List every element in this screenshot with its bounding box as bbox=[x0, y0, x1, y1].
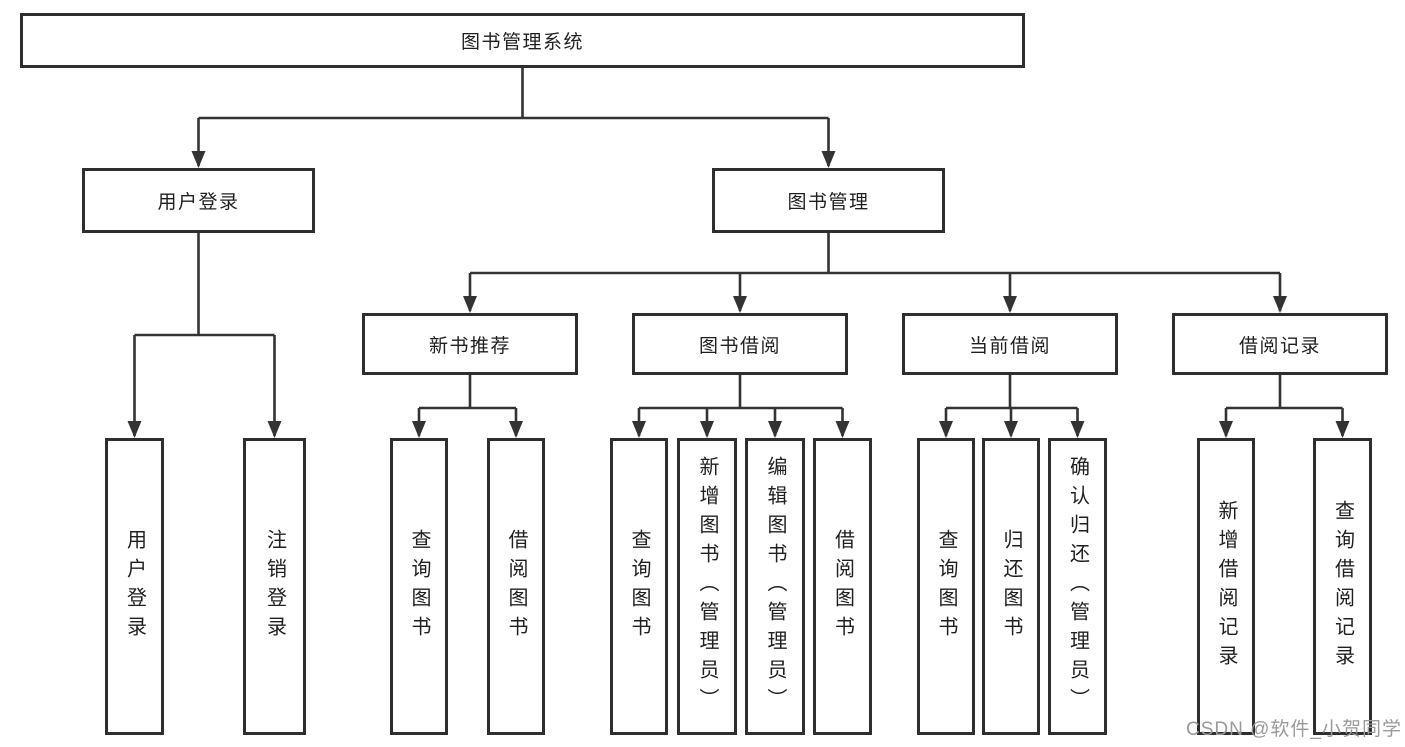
leaf-br-add-record: 新增借阅记录 bbox=[1197, 438, 1255, 735]
node-book-borrow-label: 图书借阅 bbox=[698, 335, 781, 357]
arrowhead-group bbox=[127, 151, 1350, 438]
leaf-rec-query-books-label: 查询图书 bbox=[408, 528, 430, 645]
node-new-book-recommend: 新书推荐 bbox=[362, 313, 578, 375]
leaf-cb-return-books: 归还图书 bbox=[982, 438, 1040, 735]
leaf-rec-borrow-books: 借阅图书 bbox=[487, 438, 545, 735]
leaf-bb-query-books-label: 查询图书 bbox=[628, 528, 650, 645]
node-book-management: 图书管理 bbox=[712, 168, 945, 233]
leaf-bb-query-books: 查询图书 bbox=[610, 438, 668, 735]
leaf-bb-add-books-admin: 新增图书（管理员） bbox=[677, 438, 737, 735]
leaf-cb-query-books-label: 查询图书 bbox=[935, 528, 957, 645]
leaf-br-query-record-label: 查询借阅记录 bbox=[1331, 499, 1354, 674]
leaf-bb-add-books-admin-label: 新增图书（管理员） bbox=[696, 456, 718, 717]
leaf-bb-borrow-books: 借阅图书 bbox=[813, 438, 872, 735]
node-borrow-records: 借阅记录 bbox=[1172, 313, 1388, 375]
csdn-watermark: CSDN @软件_小贺同学 bbox=[1186, 719, 1402, 740]
node-current-borrow: 当前借阅 bbox=[902, 313, 1118, 375]
node-book-management-label: 图书管理 bbox=[787, 192, 870, 213]
leaf-bb-borrow-books-label: 借阅图书 bbox=[831, 528, 854, 645]
node-root-system: 图书管理系统 bbox=[20, 13, 1025, 68]
leaf-cb-return-books-label: 归还图书 bbox=[1000, 528, 1022, 645]
node-new-book-recommend-label: 新书推荐 bbox=[428, 335, 511, 357]
node-borrow-records-label: 借阅记录 bbox=[1238, 335, 1321, 357]
leaf-br-query-record: 查询借阅记录 bbox=[1313, 438, 1372, 735]
leaf-logout-label: 注销登录 bbox=[263, 528, 286, 645]
leaf-cb-confirm-return-admin-label: 确认归还（管理员） bbox=[1066, 456, 1089, 717]
leaf-cb-confirm-return-admin: 确认归还（管理员） bbox=[1048, 438, 1107, 735]
leaf-cb-query-books: 查询图书 bbox=[917, 438, 975, 735]
node-current-borrow-label: 当前借阅 bbox=[968, 335, 1051, 357]
leaf-logout: 注销登录 bbox=[243, 438, 306, 735]
node-book-borrow: 图书借阅 bbox=[632, 313, 848, 375]
leaf-bb-edit-books-admin: 编辑图书（管理员） bbox=[745, 438, 805, 735]
node-user-login-label: 用户登录 bbox=[157, 192, 240, 213]
leaf-rec-query-books: 查询图书 bbox=[390, 438, 448, 735]
leaf-br-add-record-label: 新增借阅记录 bbox=[1215, 499, 1237, 674]
node-root-system-label: 图书管理系统 bbox=[460, 32, 584, 53]
leaf-bb-edit-books-admin-label: 编辑图书（管理员） bbox=[764, 456, 786, 717]
node-user-login: 用户登录 bbox=[82, 168, 315, 233]
leaf-rec-borrow-books-label: 借阅图书 bbox=[505, 528, 527, 645]
leaf-user-login: 用户登录 bbox=[105, 438, 164, 735]
leaf-user-login-label: 用户登录 bbox=[123, 528, 146, 645]
